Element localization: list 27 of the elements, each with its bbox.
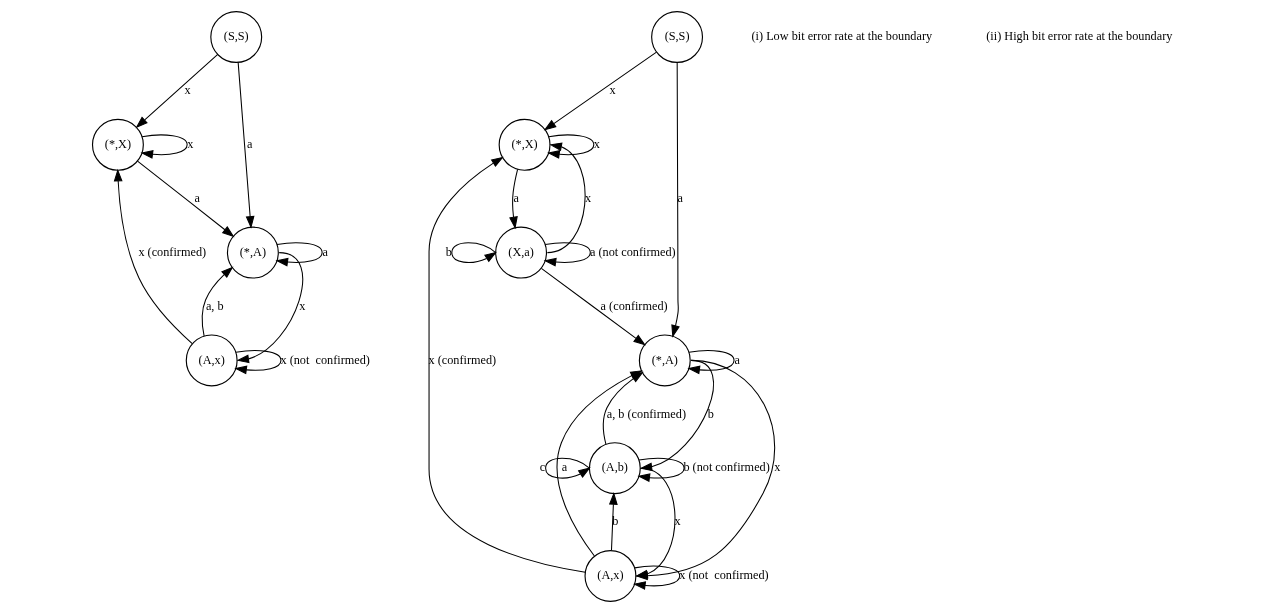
- edge-label: c: [539, 460, 545, 475]
- edge-label: x: [298, 298, 305, 313]
- edge-label: a (confirmed): [600, 298, 668, 313]
- edge-label: a (not confirmed): [589, 244, 676, 259]
- edge-label: x (confirmed): [137, 244, 206, 259]
- edge-label: x: [673, 514, 681, 529]
- edge-label: a, b: [205, 298, 224, 313]
- edge-label: a: [561, 460, 567, 475]
- edge-label: a, b (confirmed): [606, 406, 686, 421]
- edge-label: a: [513, 190, 519, 205]
- edge-label: b: [445, 244, 452, 259]
- edge-label: x: [584, 190, 591, 205]
- edge-label: a: [733, 352, 740, 367]
- edge-label: a: [194, 190, 200, 205]
- edge-label: a: [246, 137, 253, 152]
- edge-label: x: [184, 83, 191, 98]
- label: (i) Low bit error rate at the boundary: [751, 29, 932, 44]
- edge-label: a: [676, 190, 683, 205]
- edge-label: a: [321, 244, 328, 259]
- edge-label: x: [773, 460, 780, 475]
- edge-label: x: [186, 137, 193, 152]
- edge-label: b (not confirmed): [682, 460, 770, 475]
- edge-label: b: [707, 406, 714, 421]
- edge-label: x: [593, 137, 600, 152]
- label: (ii) High bit error rate at the boundary: [985, 29, 1172, 44]
- edge-label: x: [609, 83, 616, 98]
- edge-label: x (not confirmed): [279, 352, 370, 367]
